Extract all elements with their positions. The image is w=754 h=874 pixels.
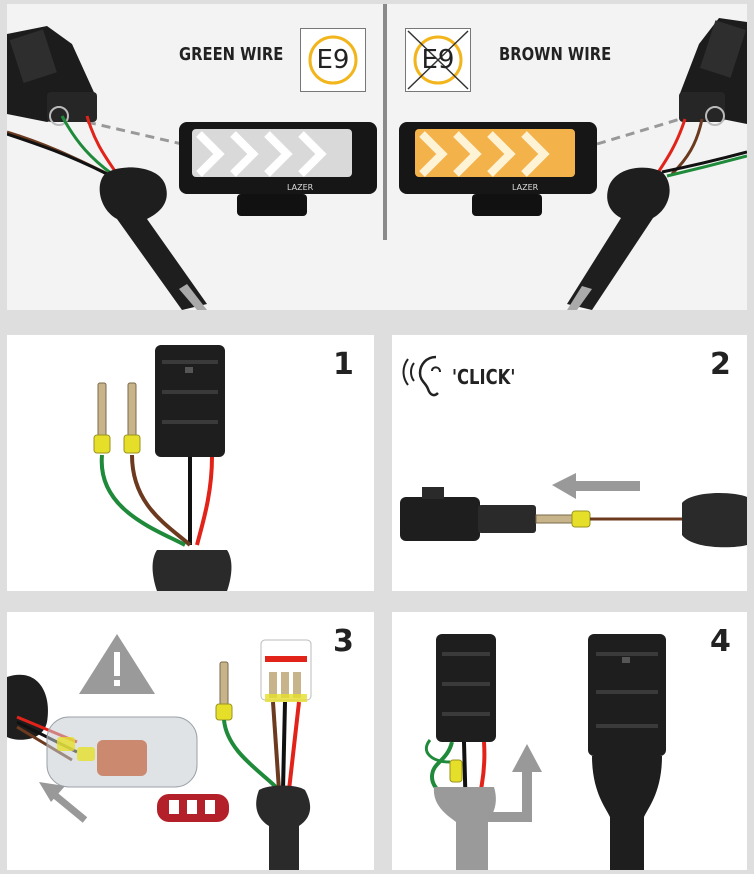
step-2-panel: 'CLICK' 2 [392, 335, 747, 591]
approval-mark-text-crossed: E9 [421, 45, 455, 75]
step-3-panel: 3 [7, 612, 374, 870]
loose-seal [215, 703, 233, 721]
cable-end [682, 493, 747, 548]
lamp-brand-left: LAZER [287, 183, 314, 192]
guide-line-left [86, 120, 183, 146]
step-3-illustration [7, 634, 312, 870]
e9-approval-badge-crossed: E9 [405, 28, 471, 92]
step-number: 3 [333, 624, 354, 659]
red-secondary-lock-clip [157, 794, 229, 822]
step-number: 1 [333, 347, 354, 382]
open-connector [424, 634, 496, 870]
step-1-illustration [93, 345, 232, 591]
terminal-pin [535, 514, 575, 524]
step-1-panel: 1 [7, 335, 374, 591]
lamp-brand-right: LAZER [512, 183, 539, 192]
brown-wire-label: BROWN WIRE [499, 44, 612, 65]
arrow-up-right-icon [487, 744, 542, 822]
guide-line-right [596, 112, 698, 146]
connector-housing-horizontal [400, 487, 536, 541]
assembled-connector [588, 634, 666, 870]
left-connector-assembly [7, 26, 207, 310]
terminal-pin-brown [123, 382, 141, 454]
center-divider [383, 4, 387, 240]
cable-grommet [152, 550, 232, 591]
top-illustration: LAZER LAZER [7, 4, 747, 310]
warning-triangle-icon [79, 634, 155, 694]
arrow-up-left-icon [39, 782, 88, 823]
terminal-pin-green [93, 382, 111, 454]
lamp-white-light [179, 122, 377, 216]
seal [571, 510, 591, 528]
approval-ring-icon [308, 35, 358, 85]
click-sound-text: 'CLICK' [452, 365, 516, 389]
e9-approval-badge: E9 [300, 28, 366, 92]
connector-housing [155, 345, 225, 457]
approval-mark-text: E9 [316, 45, 350, 75]
step-4-illustration [424, 634, 666, 870]
green-wire-label: GREEN WIRE [179, 44, 284, 65]
step-4-panel: 4 [392, 612, 747, 870]
step-number: 2 [710, 347, 731, 382]
arrow-left-icon [552, 473, 640, 499]
top-wire-selection-panel: LAZER LAZER GREEN WIRE BROWN WIRE [7, 4, 747, 310]
lamp-amber-light [399, 122, 597, 216]
ear-sound-icon [402, 355, 441, 397]
right-connector-assembly [567, 18, 747, 310]
crossed-approval-icon [407, 30, 469, 90]
step-2-illustration [400, 355, 747, 548]
transparent-connector [7, 674, 198, 788]
step-number: 4 [710, 624, 731, 659]
connector-with-terminals [260, 639, 312, 702]
cable-grommet [256, 785, 311, 870]
loose-terminal-pin [219, 661, 229, 708]
